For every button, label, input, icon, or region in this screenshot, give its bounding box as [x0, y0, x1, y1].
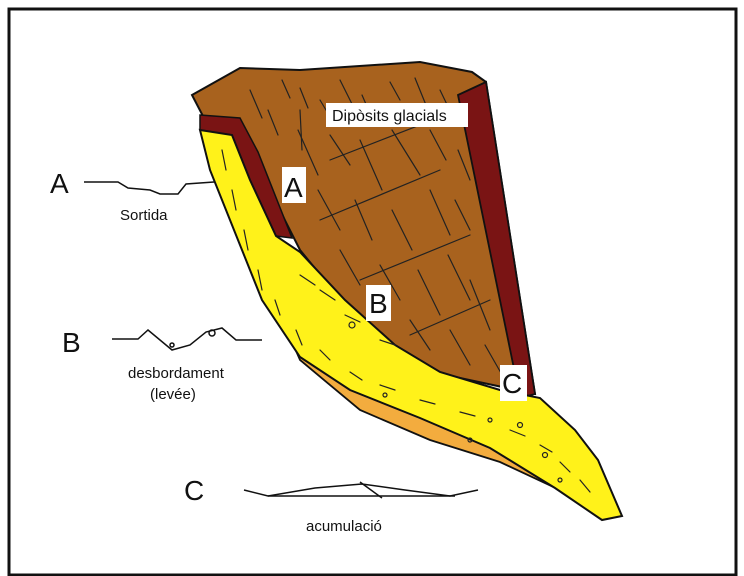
main-label: Dipòsits glacials [332, 108, 447, 125]
profile-c-caption: acumulació [306, 518, 382, 535]
slope-marker-b: B [369, 288, 388, 319]
profile-a-caption: Sortida [120, 207, 168, 224]
profile-b-letter: B [62, 327, 81, 358]
profile-a [84, 182, 214, 194]
profile-b-caption: desbordament [128, 365, 225, 382]
slope-marker-c: C [502, 368, 522, 399]
profile-c-letter: C [184, 475, 204, 506]
profile-a-letter: A [50, 168, 69, 199]
profile-b [112, 328, 262, 350]
slope-marker-a: A [284, 172, 303, 203]
profile-c [244, 482, 478, 498]
profile-b-caption2: (levée) [150, 386, 196, 403]
